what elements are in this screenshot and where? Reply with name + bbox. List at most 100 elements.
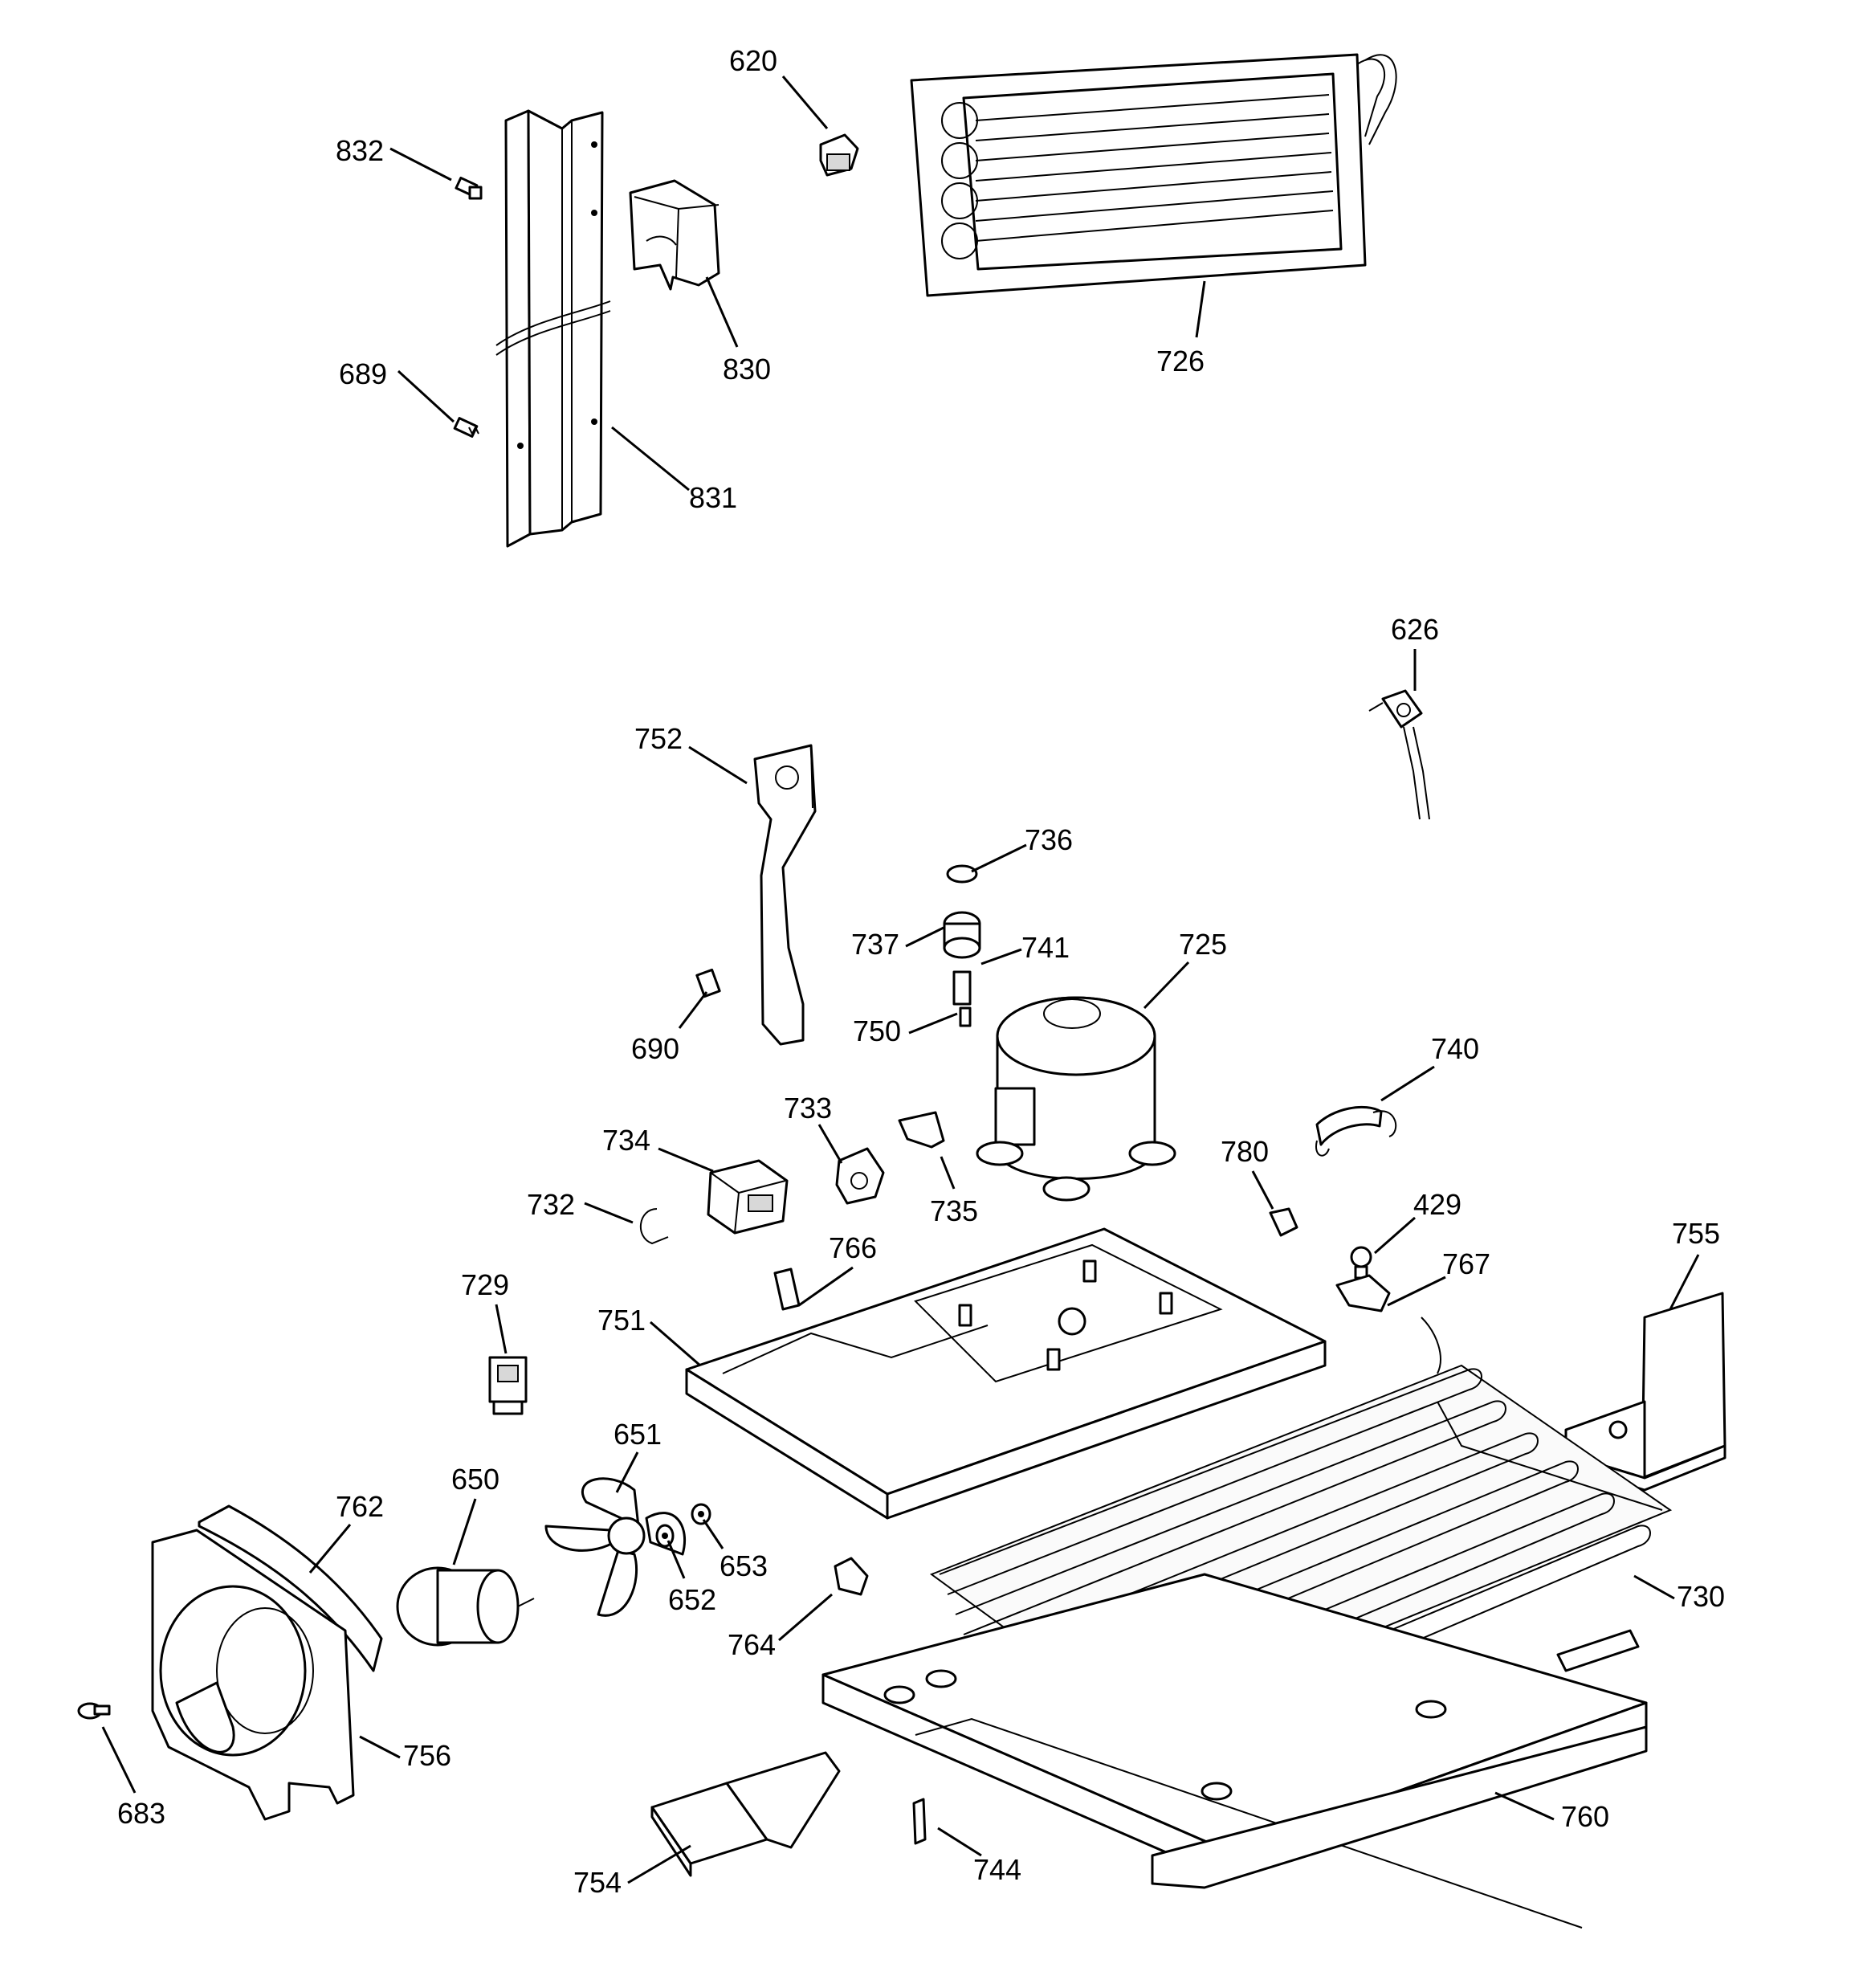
- part-washer-652: [655, 1524, 675, 1548]
- part-label-744: 744: [973, 1853, 1021, 1886]
- leader-line-725: [1143, 961, 1190, 1010]
- part-label-764: 764: [728, 1628, 776, 1661]
- part-label-750: 750: [853, 1014, 901, 1047]
- part-nut-653: [691, 1503, 711, 1525]
- part-label-767: 767: [1442, 1247, 1490, 1280]
- leader-line-653: [702, 1519, 724, 1549]
- leader-line-732: [584, 1202, 634, 1224]
- leader-line-740: [1380, 1065, 1435, 1102]
- part-strip-762: [198, 1504, 383, 1672]
- part-channel-831: [495, 109, 611, 548]
- part-screw-429: [1350, 1246, 1372, 1280]
- part-label-735: 735: [930, 1194, 978, 1227]
- part-label-725: 725: [1179, 928, 1227, 961]
- part-label-736: 736: [1025, 823, 1073, 856]
- part-cord-626: [1368, 689, 1430, 820]
- part-pad-755: [1564, 1292, 1726, 1492]
- part-label-830: 830: [723, 353, 771, 386]
- leader-line-734: [658, 1147, 714, 1173]
- part-evaporator-726: [910, 53, 1397, 297]
- leader-line-690: [678, 991, 708, 1029]
- leader-line-650: [452, 1498, 477, 1565]
- leader-line-652: [667, 1540, 686, 1579]
- leader-line-830: [705, 276, 739, 348]
- leader-line-429: [1374, 1216, 1416, 1255]
- leader-line-756: [359, 1735, 401, 1759]
- part-bracket-767: [1335, 1274, 1391, 1312]
- part-label-741: 741: [1021, 931, 1070, 964]
- leader-line-736: [971, 843, 1027, 873]
- part-relay-733: [835, 1147, 885, 1205]
- part-clip-780: [1269, 1207, 1298, 1237]
- part-label-653: 653: [720, 1549, 768, 1582]
- part-wedge-754: [650, 1751, 841, 1877]
- leader-line-726: [1195, 280, 1206, 338]
- part-label-733: 733: [784, 1092, 832, 1125]
- part-screw-689: [453, 417, 479, 438]
- part-clip-735: [898, 1111, 945, 1149]
- leader-line-755: [1669, 1254, 1700, 1310]
- part-overload-740: [1315, 1105, 1397, 1157]
- part-label-429: 429: [1413, 1188, 1461, 1221]
- leader-line-760: [1494, 1791, 1555, 1821]
- part-shroud-756: [151, 1529, 355, 1821]
- part-grommet-stack: [943, 864, 981, 1027]
- part-label-729: 729: [461, 1268, 509, 1301]
- leader-line-620: [781, 76, 829, 129]
- leader-line-751: [650, 1321, 701, 1367]
- part-clip-620: [819, 133, 859, 177]
- part-capacitor-734: [707, 1159, 789, 1235]
- part-label-689: 689: [339, 357, 387, 390]
- leader-line-730: [1633, 1574, 1675, 1600]
- part-label-726: 726: [1156, 345, 1205, 378]
- part-label-734: 734: [602, 1124, 650, 1157]
- part-label-832: 832: [336, 134, 384, 167]
- leader-line-651: [615, 1451, 639, 1493]
- leader-line-741: [980, 948, 1022, 965]
- part-terminal-729: [488, 1356, 528, 1415]
- leader-line-754: [627, 1844, 691, 1884]
- leader-line-831: [611, 426, 690, 492]
- part-label-730: 730: [1677, 1580, 1725, 1613]
- leader-line-744: [937, 1827, 982, 1857]
- leader-line-729: [495, 1304, 508, 1354]
- leader-line-767: [1387, 1276, 1446, 1307]
- leader-line-766: [798, 1266, 854, 1307]
- leader-line-683: [101, 1726, 137, 1794]
- leader-line-750: [908, 1012, 958, 1035]
- part-label-831: 831: [689, 481, 737, 514]
- part-label-780: 780: [1221, 1135, 1269, 1168]
- leader-line-752: [688, 745, 748, 785]
- part-clip-744: [912, 1798, 927, 1845]
- part-screw-832: [455, 176, 483, 200]
- part-label-620: 620: [729, 44, 777, 77]
- part-label-690: 690: [631, 1032, 679, 1065]
- leader-line-764: [778, 1593, 833, 1642]
- leader-line-689: [397, 369, 455, 423]
- part-label-755: 755: [1672, 1217, 1720, 1250]
- part-label-683: 683: [117, 1797, 165, 1830]
- leader-line-735: [940, 1156, 956, 1190]
- leader-line-737: [905, 926, 944, 948]
- part-label-754: 754: [573, 1866, 622, 1899]
- part-label-650: 650: [451, 1463, 499, 1496]
- part-screw-690: [695, 968, 721, 998]
- part-clip-732: [639, 1208, 669, 1245]
- part-motor-650: [396, 1566, 535, 1647]
- part-compressor-725: [976, 996, 1176, 1202]
- part-label-626: 626: [1391, 613, 1439, 646]
- leader-line-832: [389, 147, 452, 182]
- part-label-756: 756: [403, 1739, 451, 1772]
- part-label-751: 751: [597, 1304, 646, 1337]
- part-label-752: 752: [634, 722, 683, 755]
- part-label-760: 760: [1561, 1800, 1609, 1833]
- part-clip-766: [773, 1268, 801, 1311]
- leader-line-733: [817, 1124, 843, 1164]
- part-clip-764: [834, 1557, 869, 1596]
- part-label-762: 762: [336, 1490, 384, 1523]
- part-label-766: 766: [829, 1231, 877, 1264]
- part-screw-683: [77, 1702, 111, 1720]
- part-bracket-752: [753, 744, 817, 1046]
